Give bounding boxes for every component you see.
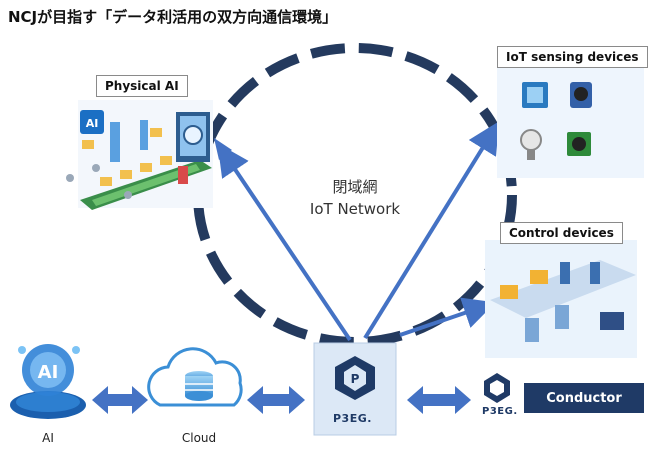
- arrow-p3eg-to-iot-sensing: [363, 121, 500, 340]
- network-label: 閉域網 IoT Network: [290, 176, 420, 220]
- arrow-p3eg-to-physical-ai: [217, 143, 352, 342]
- page-title: NCJが目指す「データ利活用の双方向通信環境」: [8, 8, 338, 26]
- svg-text:P: P: [351, 372, 360, 386]
- p3eg-hub: P: [313, 342, 397, 436]
- double-arrow-cloud-p3eg: [247, 386, 305, 414]
- svg-text:AI: AI: [86, 117, 99, 130]
- network-label-en: IoT Network: [309, 200, 401, 218]
- p3eg-small-label: P3EG.: [482, 406, 518, 417]
- arrowhead-physical-ai: [214, 138, 232, 160]
- iot-sensing-label: IoT sensing devices: [497, 46, 648, 68]
- control-devices-panel: [485, 240, 637, 358]
- arrow-p3eg-to-control: [399, 297, 496, 337]
- network-label-jp: 閉域網: [332, 178, 378, 196]
- p3eg-label: P3EG.: [333, 412, 372, 425]
- svg-text:AI: AI: [38, 362, 59, 383]
- ai-caption: AI: [42, 431, 54, 445]
- cloud-illustration: [147, 347, 243, 407]
- physical-ai-illustration: AI: [66, 100, 213, 210]
- physical-ai-label: Physical AI: [96, 75, 188, 97]
- cloud-caption: Cloud: [181, 431, 217, 445]
- ai-brain-illustration: AI: [10, 344, 86, 419]
- double-arrow-ai-cloud: [92, 386, 148, 414]
- conductor-badge: Conductor: [524, 383, 644, 413]
- p3eg-small-logo: [484, 373, 510, 403]
- double-arrow-p3eg-conductor: [407, 386, 471, 414]
- iot-sensing-panel: [497, 46, 644, 178]
- control-devices-label: Control devices: [500, 222, 623, 244]
- closed-network-ring: [193, 43, 517, 347]
